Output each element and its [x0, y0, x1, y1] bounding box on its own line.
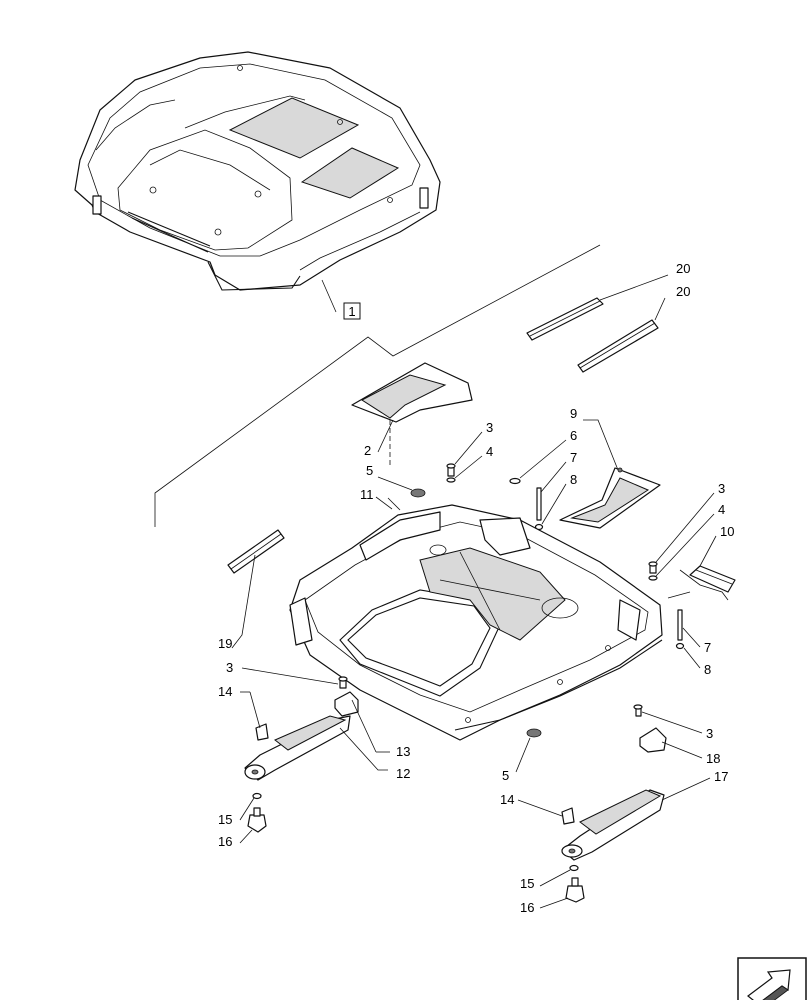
next-page-arrow-icon[interactable] [737, 957, 807, 1000]
callout-16b: 16 [520, 900, 534, 915]
callout-1: 1 [348, 304, 355, 319]
callout-12: 12 [396, 766, 410, 781]
callout-20b: 20 [676, 284, 690, 299]
callout-8a: 8 [570, 472, 577, 487]
nut-8-right [675, 642, 685, 650]
pin-7-right [677, 609, 683, 641]
callout-7b: 7 [704, 640, 711, 655]
callout-17: 17 [714, 769, 728, 784]
callout-5a: 5 [366, 463, 373, 478]
washer-15-left [252, 792, 262, 800]
bolt-3-left [338, 676, 348, 689]
clip-14-left [255, 723, 269, 741]
callout-3a: 3 [486, 420, 493, 435]
grommet-5-upper [410, 488, 426, 498]
callout-3d: 3 [706, 726, 713, 741]
washer-15-right [569, 864, 579, 872]
callout-9: 9 [570, 406, 577, 421]
seal-strip-19 [227, 529, 285, 574]
bolt-3-lower-right [633, 704, 643, 717]
roof-assembly [74, 51, 441, 291]
group-bracket [154, 244, 601, 527]
air-duct-12 [244, 715, 351, 781]
callout-16a: 16 [218, 834, 232, 849]
bolt-3-right [648, 561, 658, 574]
callout-15a: 15 [218, 812, 232, 827]
callout-13: 13 [396, 744, 410, 759]
bolt-3-upper [446, 463, 456, 477]
reference-box [343, 302, 361, 320]
headliner-tray [289, 504, 663, 741]
callout-2: 2 [364, 443, 371, 458]
panel-2 [351, 362, 473, 465]
callout-20a: 20 [676, 261, 690, 276]
bracket-18 [639, 727, 667, 753]
clip-14-right [561, 807, 575, 825]
callout-10: 10 [720, 524, 734, 539]
callout-19: 19 [218, 636, 232, 651]
washer-4-right [648, 575, 658, 581]
callout-15b: 15 [520, 876, 534, 891]
callout-4b: 4 [718, 502, 725, 517]
seal-strip-20-upper [526, 297, 604, 341]
trim-10 [689, 565, 736, 593]
pin-7-upper [536, 487, 542, 521]
callout-4a: 4 [486, 444, 493, 459]
mount-16-left [247, 807, 267, 833]
callout-6: 6 [570, 428, 577, 443]
callout-3b: 3 [718, 481, 725, 496]
air-duct-17 [561, 789, 665, 861]
callout-14b: 14 [500, 792, 514, 807]
washer-4-upper [446, 477, 456, 483]
leader-1 [321, 279, 337, 313]
callout-3c: 3 [226, 660, 233, 675]
mount-16-right [565, 877, 585, 903]
callout-7a: 7 [570, 450, 577, 465]
callout-8b: 8 [704, 662, 711, 677]
grommet-5-lower [526, 728, 542, 738]
panel-9 [559, 467, 661, 529]
bracket-13 [334, 691, 359, 717]
callout-11: 11 [360, 487, 374, 502]
clip-6 [509, 477, 521, 485]
callout-14a: 14 [218, 684, 232, 699]
callout-18: 18 [706, 751, 720, 766]
seal-strip-20-lower [577, 319, 659, 373]
callout-5b: 5 [502, 768, 509, 783]
